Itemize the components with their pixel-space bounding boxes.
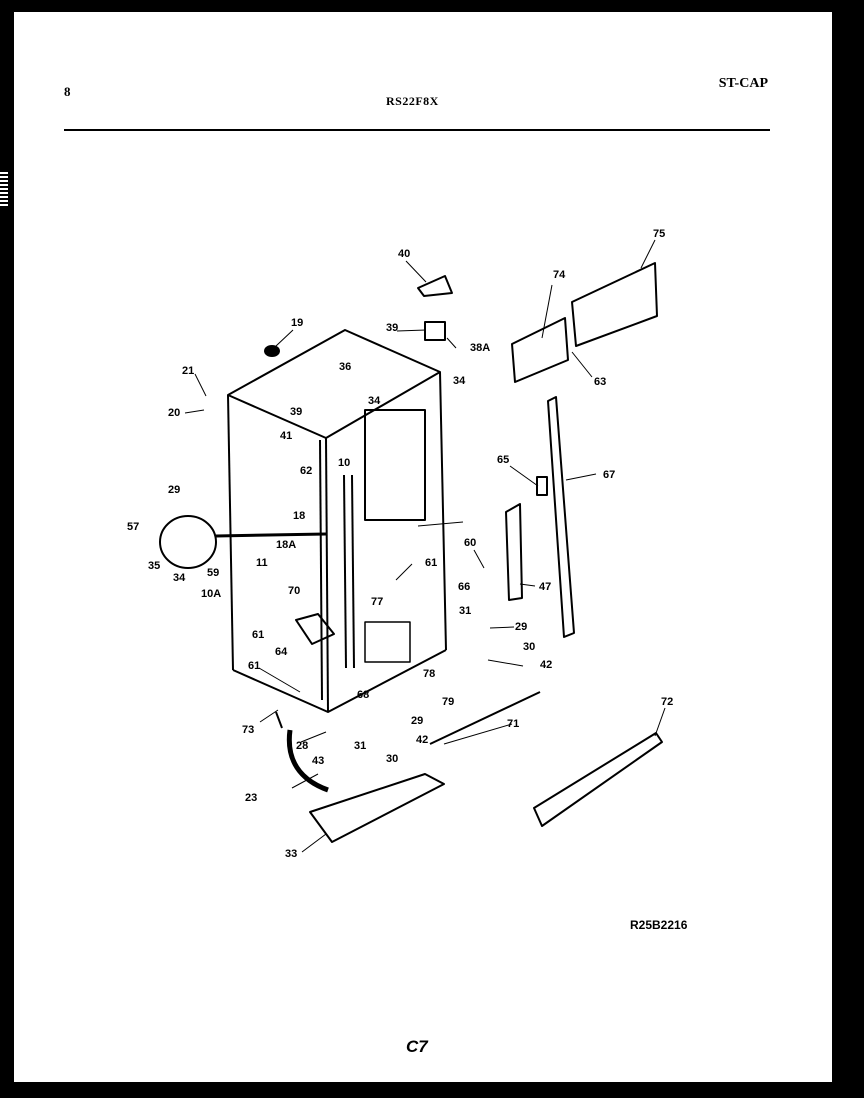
callout-label: 67 bbox=[603, 469, 615, 481]
callout-label: 36 bbox=[339, 361, 351, 373]
callout-label: 34 bbox=[173, 572, 186, 584]
callout-label: 47 bbox=[539, 581, 551, 593]
section-code: ST-CAP bbox=[718, 76, 768, 91]
callout-label: 21 bbox=[182, 365, 194, 377]
callout-label: 28 bbox=[296, 740, 308, 752]
callout-labels: 19 21 20 36 39 34 41 62 10 18 18A 11 10A… bbox=[127, 228, 673, 860]
callout-label: 78 bbox=[423, 668, 435, 680]
callout-label: 74 bbox=[553, 269, 566, 281]
callout-label: 39 bbox=[386, 322, 398, 334]
callout-label: 73 bbox=[242, 724, 254, 736]
callout-label: 64 bbox=[275, 646, 288, 658]
top-parts bbox=[264, 275, 453, 357]
bottom-parts bbox=[275, 613, 663, 843]
callout-label: 10 bbox=[338, 457, 350, 469]
callout-label: 66 bbox=[458, 581, 470, 593]
callout-label: 34 bbox=[368, 395, 381, 407]
detail-circle bbox=[159, 515, 327, 569]
callout-label: 42 bbox=[540, 659, 552, 671]
callout-label: 29 bbox=[515, 621, 527, 633]
scan-edge-mark bbox=[0, 172, 8, 206]
leader-lines bbox=[184, 239, 666, 853]
callout-label: 34 bbox=[453, 375, 466, 387]
callout-label: 38A bbox=[470, 342, 490, 354]
callout-label: 71 bbox=[507, 718, 519, 730]
header-rule bbox=[64, 129, 770, 131]
callout-label: 29 bbox=[168, 484, 180, 496]
callout-label: 18A bbox=[276, 539, 296, 551]
callout-label: 30 bbox=[523, 641, 535, 653]
callout-label: 61 bbox=[252, 629, 264, 641]
callout-label: 18 bbox=[293, 510, 305, 522]
callout-label: 63 bbox=[594, 376, 606, 388]
callout-label: 20 bbox=[168, 407, 180, 419]
callout-label: 60 bbox=[464, 537, 476, 549]
callout-label: 19 bbox=[291, 317, 303, 329]
callout-label: 39 bbox=[290, 406, 302, 418]
exploded-parts-diagram: 19 21 20 36 39 34 41 62 10 18 18A 11 10A… bbox=[127, 228, 673, 860]
page-number: 8 bbox=[64, 84, 71, 99]
callout-label: 70 bbox=[288, 585, 300, 597]
callout-label: 59 bbox=[207, 567, 219, 579]
callout-label: 31 bbox=[354, 740, 366, 752]
callout-label: 41 bbox=[280, 430, 292, 442]
callout-label: 75 bbox=[653, 228, 665, 240]
drawing-code: R25B2216 bbox=[630, 918, 688, 932]
callout-label: 29 bbox=[411, 715, 423, 727]
callout-label: 61 bbox=[248, 660, 260, 672]
callout-label: 68 bbox=[357, 689, 369, 701]
callout-label: 23 bbox=[245, 792, 257, 804]
callout-label: 62 bbox=[300, 465, 312, 477]
callout-label: 43 bbox=[312, 755, 324, 767]
cabinet-shell bbox=[227, 329, 447, 713]
callout-label: 72 bbox=[661, 696, 673, 708]
callout-label: 30 bbox=[386, 753, 398, 765]
callout-label: 11 bbox=[256, 557, 268, 569]
callout-label: 61 bbox=[425, 557, 437, 569]
model-number: RS22F8X bbox=[386, 94, 439, 108]
callout-label: 31 bbox=[459, 605, 471, 617]
callout-label: 42 bbox=[416, 734, 428, 746]
callout-label: 10A bbox=[201, 588, 221, 600]
right-panels bbox=[505, 262, 658, 638]
callout-label: 40 bbox=[398, 248, 410, 260]
parts-page: 8 RS22F8X ST-CAP bbox=[14, 12, 832, 1082]
callout-label: 57 bbox=[127, 521, 139, 533]
callout-label: 35 bbox=[148, 560, 160, 572]
callout-label: 33 bbox=[285, 848, 297, 860]
callout-label: 77 bbox=[371, 596, 383, 608]
footer-code: C7 bbox=[406, 1037, 428, 1056]
callout-label: 79 bbox=[442, 696, 454, 708]
callout-label: 65 bbox=[497, 454, 509, 466]
